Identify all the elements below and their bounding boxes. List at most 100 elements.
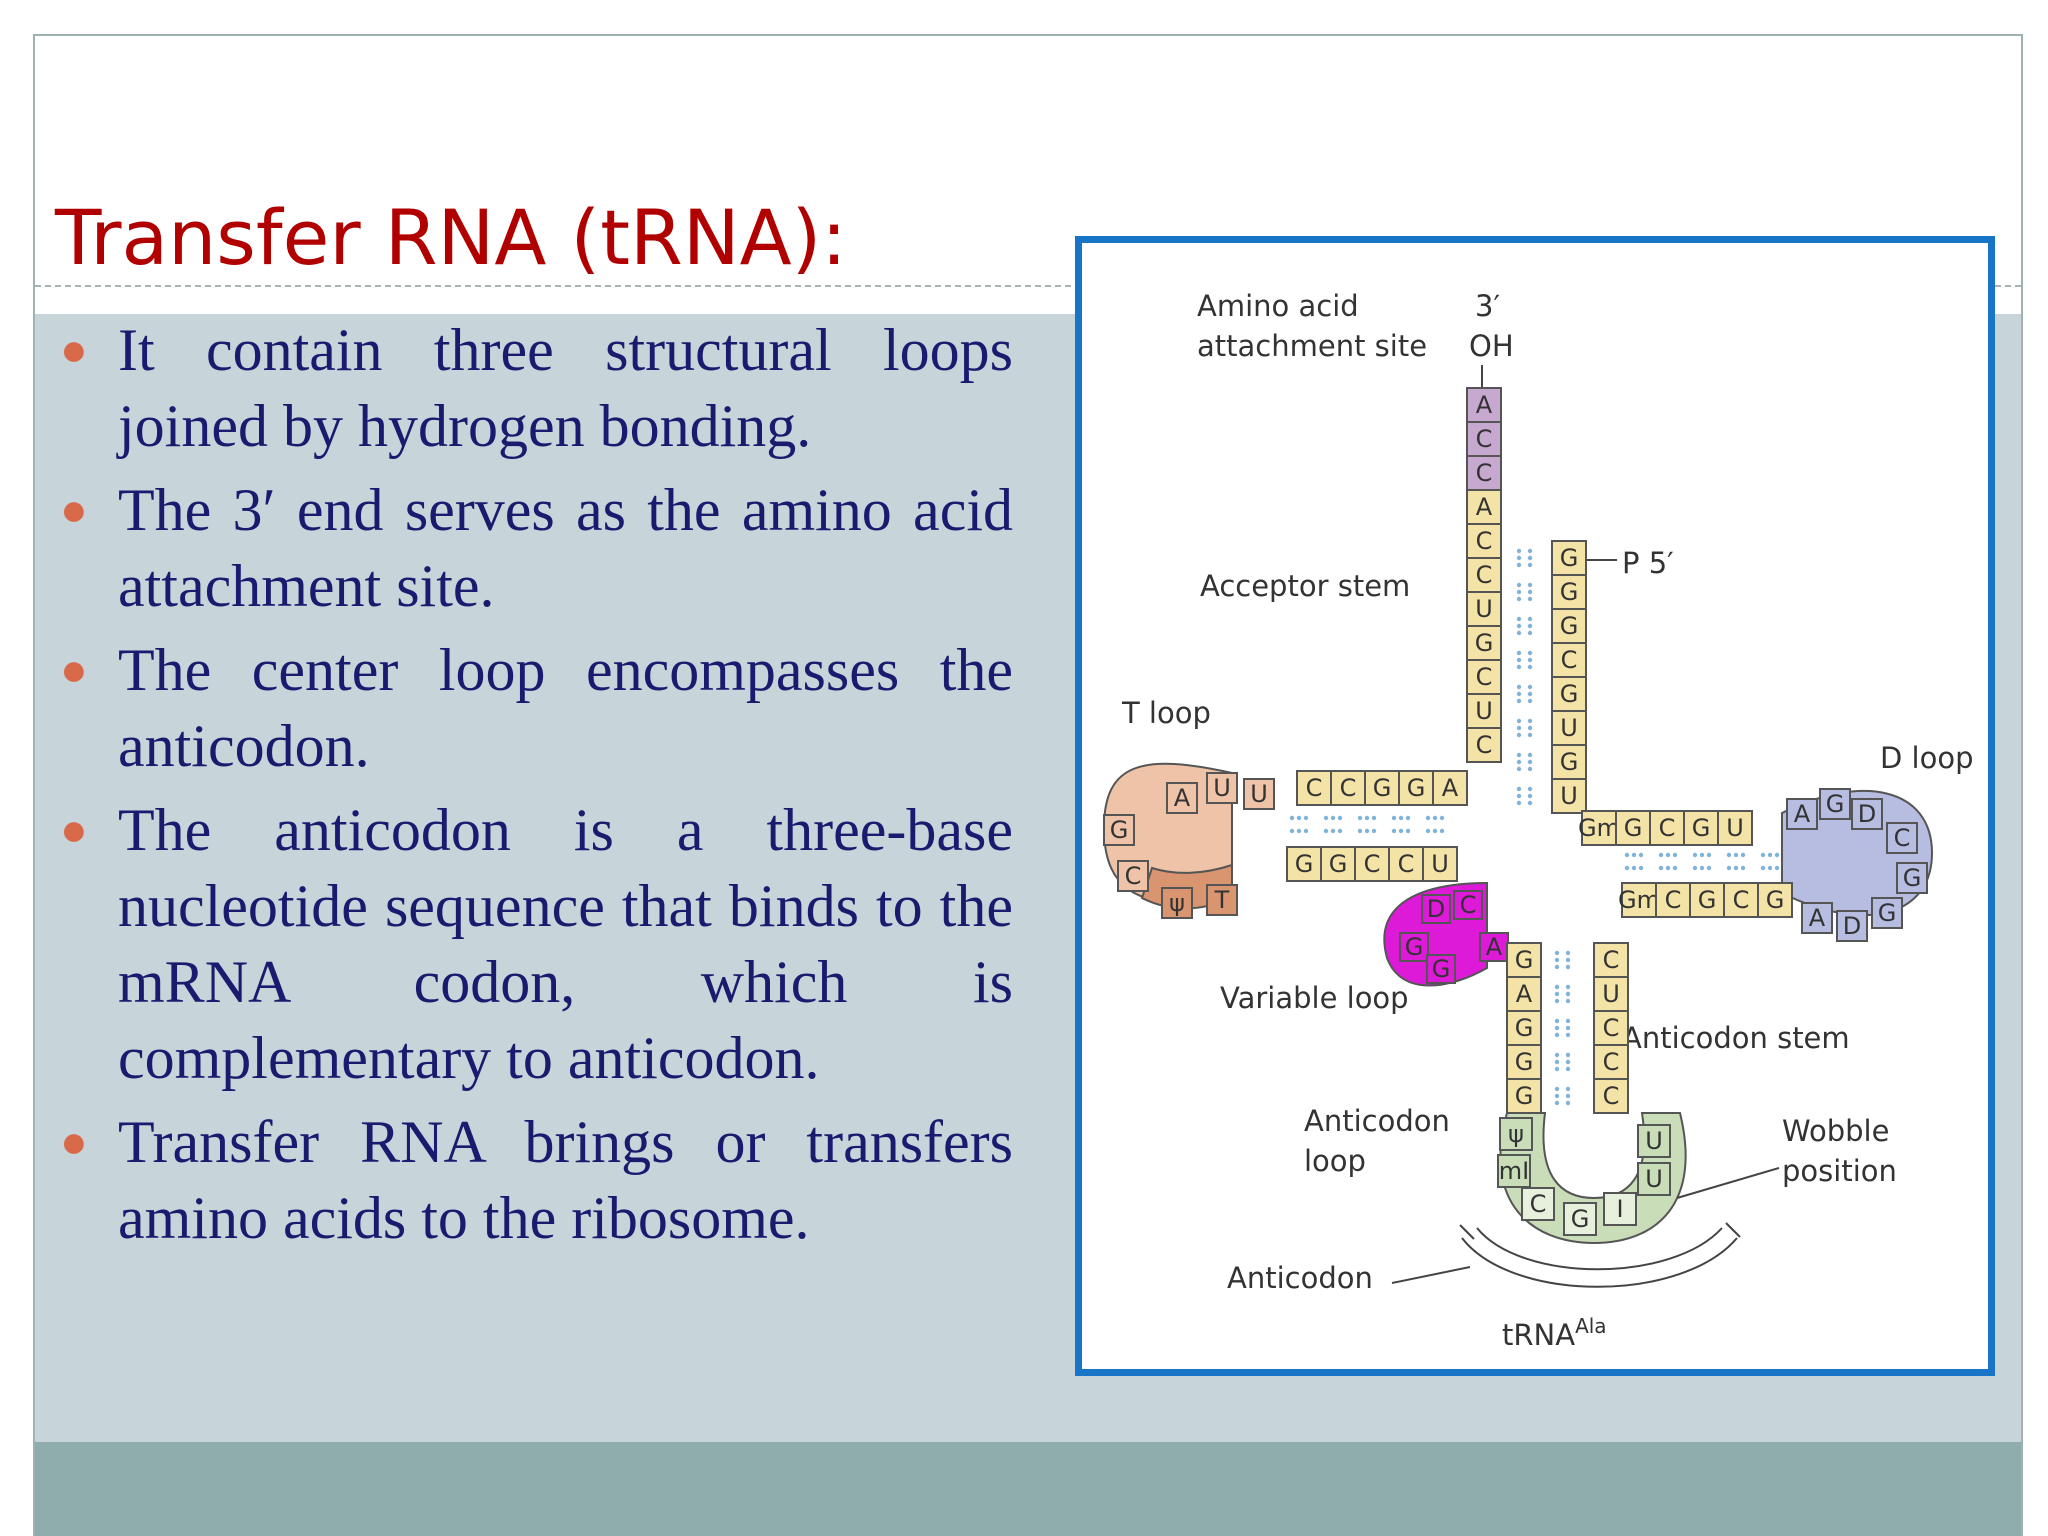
hbond-dot-acceptor (1516, 684, 1522, 690)
label-wobble-line1: Wobble (1782, 1114, 1889, 1148)
hbond-dot-t-arm (1391, 828, 1397, 834)
hbond-dot-d-arm (1774, 865, 1780, 871)
hbond-dot-acceptor (1516, 623, 1522, 629)
hbond-dot-acceptor (1516, 718, 1522, 724)
hbond-dot-acceptor (1516, 650, 1522, 656)
nucleotide-acstem-right-3-letter: C (1603, 1048, 1620, 1076)
hbond-dot-acceptor (1516, 698, 1522, 704)
hbond-dot-t-arm (1337, 815, 1343, 821)
nucleotide-tloop-3-box (1103, 814, 1135, 846)
hbond-dot-d-arm (1665, 865, 1671, 871)
hbond-dot-d-arm (1774, 852, 1780, 858)
nucleotide-darm-bottom-4-box (1757, 882, 1793, 918)
hbond-dot-t-arm (1425, 815, 1431, 821)
hbond-dot-t-arm (1303, 828, 1309, 834)
hbond-dot-t-arm (1296, 815, 1302, 821)
nucleotide-acstem-right-1-box (1593, 976, 1629, 1012)
anticodon-tick-right (1725, 1222, 1741, 1238)
nucleotide-5prime-6-letter: G (1560, 748, 1579, 776)
hbond-dot-acceptor (1527, 691, 1533, 697)
label-anticodon-loop-line1: Anticodon (1304, 1104, 1450, 1138)
label-wobble-line2: position (1782, 1154, 1897, 1188)
nucleotide-tarm-bottom-3-letter: C (1398, 850, 1415, 878)
nucleotide-tloop-3-letter: G (1110, 816, 1129, 844)
nucleotide-acstem-right-4-letter: C (1603, 1082, 1620, 1110)
label-amino-acid-line1: Amino acid (1197, 289, 1359, 323)
hbond-dot-t-arm (1405, 815, 1411, 821)
hbond-dot-d-arm (1638, 865, 1644, 871)
hbond-dot-anticodon (1554, 1025, 1560, 1031)
trna-figure-frame: Amino acid attachment site 3′ OH Accepto… (1075, 236, 1995, 1376)
nucleotide-3prime-8-box (1466, 659, 1502, 695)
hbond-dot-t-arm (1391, 815, 1397, 821)
hbond-dot-t-arm (1439, 828, 1445, 834)
hbond-dot-acceptor (1516, 725, 1522, 731)
hbond-dot-anticodon (1565, 1052, 1571, 1058)
hbond-dot-d-arm (1631, 865, 1637, 871)
nucleotide-acloop-5-letter: U (1645, 1165, 1663, 1193)
nucleotide-dloop-2-box (1851, 798, 1883, 830)
nucleotide-dloop-3-box (1886, 822, 1918, 854)
nucleotide-variable-1-letter: C (1460, 891, 1477, 919)
nucleotide-variable-4-box (1479, 932, 1509, 962)
nucleotide-acstem-right-4-box (1593, 1078, 1629, 1114)
nucleotide-acloop-3-box (1563, 1202, 1597, 1236)
hbond-dot-d-arm (1692, 865, 1698, 871)
hbond-dot-anticodon (1565, 984, 1571, 990)
nucleotide-darm-bottom-4-letter: G (1766, 886, 1785, 914)
hbond-dot-t-arm (1432, 815, 1438, 821)
nucleotide-acstem-right-2-letter: C (1603, 1014, 1620, 1042)
nucleotide-acstem-right-0-letter: C (1603, 946, 1620, 974)
nucleotide-variable-0-box (1421, 894, 1451, 924)
hbond-dot-d-arm (1699, 852, 1705, 858)
nucleotide-tloop-5-letter: ψ (1169, 889, 1185, 917)
nucleotide-tloop-2-box (1243, 778, 1275, 810)
nucleotide-darm-bottom-2-box (1689, 882, 1725, 918)
hbond-dot-acceptor (1527, 800, 1533, 806)
nucleotide-darm-top-4-box (1717, 810, 1753, 846)
hbond-dot-d-arm (1692, 852, 1698, 858)
nucleotide-tloop-0-letter: A (1174, 784, 1191, 812)
hbond-dot-acceptor (1527, 786, 1533, 792)
nucleotide-dloop-1-letter: G (1826, 790, 1845, 818)
hbond-dot-acceptor (1527, 650, 1533, 656)
nucleotide-darm-top-1-box (1615, 810, 1651, 846)
nucleotide-3prime-2-letter: C (1476, 459, 1493, 487)
nucleotide-dloop-6-letter: D (1843, 912, 1861, 940)
nucleotide-5prime-5-box (1551, 710, 1587, 746)
hbond-dot-acceptor (1516, 548, 1522, 554)
nucleotide-darm-top-1-letter: G (1624, 814, 1643, 842)
hbond-dot-d-arm (1672, 865, 1678, 871)
hbond-dot-anticodon (1565, 991, 1571, 997)
hbond-dot-acceptor (1527, 630, 1533, 636)
nucleotide-variable-2-letter: G (1405, 933, 1424, 961)
bullet-text: The anticodon is a three-base nucleotide… (118, 797, 1013, 1091)
nucleotide-3prime-4-letter: C (1476, 527, 1493, 555)
hbond-dot-t-arm (1323, 815, 1329, 821)
bullet-item: ●The anticodon is a three-base nucleotid… (55, 792, 1013, 1096)
nucleotide-darm-bottom-1-letter: C (1665, 886, 1682, 914)
nucleotide-tarm-top-4-letter: A (1442, 774, 1459, 802)
hbond-dot-acceptor (1516, 555, 1522, 561)
nucleotide-acstem-left-0-letter: G (1515, 946, 1534, 974)
nucleotide-3prime-10-box (1466, 727, 1502, 763)
hbond-dot-t-arm (1289, 828, 1295, 834)
nucleotide-dloop-2-letter: D (1858, 800, 1876, 828)
hbond-dot-d-arm (1631, 852, 1637, 858)
nucleotide-tarm-bottom-0-box (1286, 846, 1322, 882)
hbond-dot-d-arm (1733, 865, 1739, 871)
hbond-dot-acceptor (1527, 548, 1533, 554)
nucleotide-dloop-7-letter: A (1809, 904, 1826, 932)
nucleotide-tarm-bottom-0-letter: G (1295, 850, 1314, 878)
hbond-dot-d-arm (1624, 852, 1630, 858)
hbond-dot-acceptor (1516, 793, 1522, 799)
hbond-dot-anticodon (1565, 1093, 1571, 1099)
nucleotide-dloop-0-letter: A (1794, 800, 1811, 828)
hbond-dot-d-arm (1665, 852, 1671, 858)
hbond-dot-anticodon (1554, 1066, 1560, 1072)
hbond-dot-anticodon (1554, 984, 1560, 990)
nucleotide-acloop-2-letter: C (1530, 1190, 1547, 1218)
nucleotide-dloop-4-box (1896, 862, 1928, 894)
hbond-dot-d-arm (1706, 852, 1712, 858)
footer-band (35, 1442, 2021, 1536)
